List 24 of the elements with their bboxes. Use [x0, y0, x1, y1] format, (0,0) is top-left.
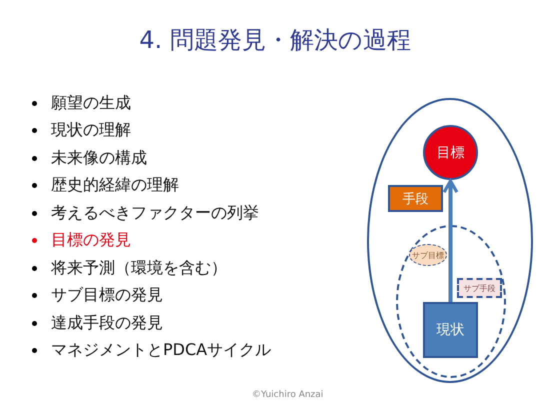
list-item: 将来予測（環境を含む） [51, 258, 227, 278]
list-item: サブ目標の発見 [51, 285, 163, 306]
dashed-ellipse [396, 225, 506, 378]
subgoal-ellipse [409, 244, 447, 266]
list-item: 考えるべきファクターの列挙 [51, 202, 259, 224]
node-label: 目標 [436, 144, 464, 162]
slide-title: 4. 問題発見・解決の過程 [138, 25, 412, 56]
node-label: 手段 [402, 190, 428, 208]
node-label: サブ目標 [412, 250, 444, 260]
list-item: 達成手段の発見 [51, 312, 163, 334]
outer-ellipse [367, 98, 533, 383]
list-item: マネジメントとPDCAサイクル [51, 340, 272, 361]
node-label: 現状 [436, 321, 464, 339]
arrow [442, 179, 458, 302]
list-item: 現状の理解 [51, 120, 131, 141]
current-state-box [423, 302, 478, 358]
list-item: 未来像の構成 [51, 148, 147, 168]
submeans-box [457, 278, 502, 298]
node-label: サブ手段 [464, 282, 496, 294]
list-item: 目標の発見 [51, 230, 131, 251]
list-item: 歴史的経緯の理解 [51, 175, 179, 196]
list-item: 願望の生成 [51, 92, 131, 114]
means-box [388, 185, 443, 212]
copyright-note: ©Yuichiro Anzai [252, 390, 324, 400]
